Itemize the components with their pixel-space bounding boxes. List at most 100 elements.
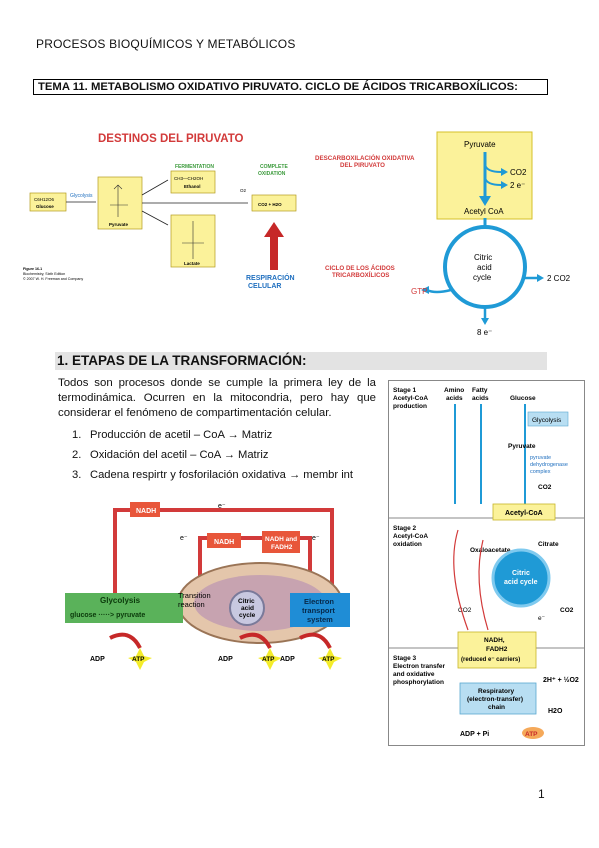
fig3-atp-1: ATP	[132, 656, 145, 663]
fig4-co2-2: CO2	[458, 607, 472, 614]
list-item: 1.Producción de acetil – CoA → Matriz	[72, 429, 273, 441]
fig4-pyruvate: Pyruvate	[508, 443, 536, 450]
resp-3: chain	[488, 704, 505, 711]
section-heading: 1. ETAPAS DE LA TRANSFORMACIÓN:	[55, 352, 547, 370]
stage1-2: Acetyl-CoA	[393, 395, 428, 402]
ciclo-label-1: CICLO DE LOS ÁCIDOS	[325, 265, 395, 272]
fig3-e-top: e⁻	[218, 503, 226, 510]
fig4-glucose: Glucose	[510, 395, 536, 402]
section-title: 1. ETAPAS DE LA TRANSFORMACIÓN:	[57, 353, 307, 368]
atp-burst-icon	[318, 648, 342, 670]
fig3-nadh-top: NADH	[136, 508, 156, 515]
fig3-etc-1: Electron	[304, 597, 334, 606]
fig3-atp-2: ATP	[262, 656, 275, 663]
co2-h2o-label: CO2 + H2O	[258, 202, 282, 207]
fig3-atp-3: ATP	[322, 656, 335, 663]
list-item: 2.Oxidación del acetil – CoA → Matriz	[72, 449, 269, 461]
fig3-e-right: e⁻	[312, 535, 320, 542]
page-number: 1	[538, 787, 545, 801]
fig2-2e: 2 e⁻	[510, 181, 525, 190]
fig1-title: DESTINOS DEL PIRUVATO	[98, 133, 244, 145]
stages-figure: Stage 1 Acetyl-CoA production Amino acid…	[388, 380, 585, 746]
fig4-h2o: H2O	[548, 708, 563, 715]
document-header: PROCESOS BIOQUÍMICOS Y METABÓLICOS	[36, 37, 296, 51]
stages-list: 1.Producción de acetil – CoA → Matriz 2.…	[72, 425, 353, 485]
fig3-glucose-pyruvate: glucose ·····> pyruvate	[70, 612, 145, 619]
ethanol-label: Ethanol	[184, 184, 201, 189]
complete-label-2: OXIDATION	[258, 171, 286, 177]
stage3-2: Electron transfer	[393, 663, 445, 670]
stage3-1: Stage 3	[393, 655, 417, 662]
glycolysis-label: Glycolysis	[70, 193, 93, 199]
descarb-label-1: DESCARBOXILACIÓN OXIDATIVA	[315, 154, 415, 162]
amino-2: acids	[446, 395, 463, 402]
complete-label-1: COMPLETE	[260, 164, 288, 170]
fig3-nadh-mid: NADH	[214, 539, 234, 546]
fig3-adp-3: ADP	[280, 656, 295, 663]
stage3-3: and oxidative	[393, 671, 435, 678]
fig4-citrate: Citrate	[538, 541, 559, 548]
fig4-adp-pi: ADP + Pi	[460, 731, 489, 738]
carriers-1: NADH,	[484, 637, 505, 644]
stage2-1: Stage 2	[393, 525, 417, 532]
glucose-label: Glucose	[36, 204, 54, 209]
pdh-3: complex	[530, 469, 551, 475]
figure-note-1: Figure 16-1	[23, 267, 42, 271]
fig3-glycolysis: Glycolysis	[100, 596, 141, 605]
atp-burst-icon	[128, 648, 152, 670]
fig3-transition-2: reaction	[178, 600, 205, 609]
glucose-formula: C6H12O6	[34, 197, 55, 202]
fig3-nadh-fadh2-2: FADH2	[271, 544, 293, 551]
carriers-3: (reduced e⁻ carriers)	[461, 657, 520, 663]
fig2-gtp: GTP	[411, 287, 427, 296]
fig4-h-o2: 2H⁺ + ½O2	[543, 676, 579, 684]
fig2-pyruvate: Pyruvate	[464, 140, 496, 149]
ethanol-formula: CH3—CH2OH	[174, 176, 203, 181]
fig4-glycolysis: Glycolysis	[532, 417, 562, 424]
citric-cycle-overview-figure: DESCARBOXILACIÓN OXIDATIVA DEL PIRUVATO …	[315, 131, 571, 337]
resp-1: Respiratory	[478, 688, 515, 695]
carriers-2: FADH2	[486, 646, 508, 653]
stage1-1: Stage 1	[393, 387, 417, 394]
figure-note-2: Biochemistry, Sixth Edition	[23, 272, 65, 276]
fig3-etc-3: system	[307, 615, 333, 624]
fig3-etc-2: transport	[302, 606, 335, 615]
pdh-1: pyruvate	[530, 455, 551, 461]
respiration-overview-figure: NADH e⁻ e⁻ NADH NADH and FADH2 e⁻ Glycol…	[65, 502, 350, 670]
fig3-citric-3: cycle	[239, 612, 256, 619]
fermentation-label: FERMENTATION	[175, 164, 214, 170]
fig4-oxaloacetate: Oxaloacetate	[470, 547, 511, 554]
figure-note-3: © 2007 W. H. Freeman and Company	[23, 277, 83, 281]
fig2-citric-2: acid	[477, 263, 492, 272]
descarb-label-2: DEL PIRUVATO	[340, 162, 385, 169]
fig4-e: e⁻	[538, 615, 546, 622]
respiracion-label-2: CELULAR	[248, 283, 281, 290]
fatty-1: Fatty	[472, 387, 488, 394]
stage2-2: Acetyl-CoA	[393, 533, 428, 540]
stage3-4: phosphorylation	[393, 679, 444, 686]
topic-title: TEMA 11. METABOLISMO OXIDATIVO PIRUVATO.…	[33, 79, 548, 95]
fig2-citric-1: Citric	[474, 253, 492, 262]
stage1-3: production	[393, 403, 427, 410]
resp-2: (electron-transfer)	[467, 696, 523, 703]
fig3-transition-1: Transition	[178, 591, 211, 600]
list-item: 3.Cadena respirtr y fosforilación oxidat…	[72, 469, 354, 481]
pyruvate-label: Pyruvate	[109, 222, 129, 227]
stage2-3: oxidation	[393, 541, 422, 548]
intro-paragraph: Todos son procesos donde se cumple la pr…	[58, 377, 376, 419]
lactate-label: Lactate	[184, 261, 200, 266]
fig4-acetyl-coa: Acetyl-CoA	[505, 510, 543, 517]
respiration-arrow-icon	[264, 222, 284, 270]
fig3-citric-1: Citric	[238, 598, 255, 605]
fig2-co2: CO2	[510, 168, 527, 177]
fig3-citric-2: acid	[241, 605, 254, 612]
fatty-2: acids	[472, 395, 489, 402]
fig3-adp-1: ADP	[90, 656, 105, 663]
fig2-2co2: 2 CO2	[547, 274, 571, 283]
respiracion-label-1: RESPIRACIÓN	[246, 273, 295, 282]
fig2-acetyl-coa: Acetyl CoA	[464, 207, 504, 216]
fig3-nadh-fadh2-1: NADH and	[265, 536, 297, 543]
fig3-adp-2: ADP	[218, 656, 233, 663]
pyruvate-fates-figure: DESTINOS DEL PIRUVATO C6H12O6 Glucose Gl…	[23, 133, 297, 290]
fig2-citric-3: cycle	[473, 273, 492, 282]
